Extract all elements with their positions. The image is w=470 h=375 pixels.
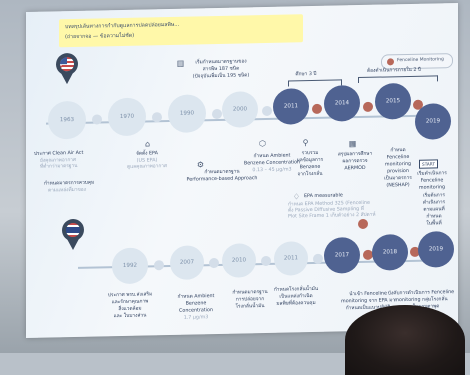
banner-line-2: (ถ่ายจากจอ — ข้อความไม่ชัด) xyxy=(65,32,135,41)
us-bubble-2019: 2019 xyxy=(415,103,451,140)
us-flag-pin-icon xyxy=(56,52,78,85)
us-law-sub: ตามแหล่งที่มาของ xyxy=(48,187,87,194)
th-2019-b: monitoring กลุ่มโรงกลั่น xyxy=(394,297,448,304)
th-2017-b: monitoring จาก EPA มา xyxy=(341,298,395,305)
us-2014-b: ผลการตรวจ xyxy=(342,158,368,165)
th-2007-d: 1.7 µg/m3 xyxy=(183,315,209,321)
projection-screen: บทสรุปเส้นทางการกำกับดูแลการปลดปล่อยมลพิ… xyxy=(26,2,458,338)
legend-dot xyxy=(387,58,394,66)
th-2018-e: ในพื้นที่ xyxy=(426,221,442,227)
us-bubble-2011: 2011 xyxy=(273,88,309,125)
th-bubble-2018: 2018 xyxy=(372,233,408,271)
us-bubble-2000: 2000 xyxy=(222,91,258,128)
th-2007-c: Concentration xyxy=(179,308,213,314)
us-1970-sub2: ดูแลคุณภาพอากาศ xyxy=(126,164,168,170)
th-1992-a: ประกาศ พรบ.ส่งเสริม xyxy=(107,292,153,299)
thai-flag-pin-icon xyxy=(62,218,84,251)
water-drop-icon: ♢ xyxy=(292,191,301,201)
us-2014-a: สรุปผลการศึกษา xyxy=(337,151,373,158)
th-2011-c: มลพิษที่ต้องควบคุม xyxy=(276,300,316,307)
us-1990-top2: สารพิษ 187 ชนิด xyxy=(202,66,240,73)
th-2010-b: การปล่อยจาก xyxy=(235,297,265,303)
th-1992-b: และรักษาคุณภาพ xyxy=(111,299,149,306)
us-2000-label-b: Benzene Concentration xyxy=(243,160,301,167)
us-2011-d: จากโรงกลั่น xyxy=(297,171,323,178)
us-bubble-1963: 1963 xyxy=(48,100,86,140)
us-1990-perf2: Performance-based Approach xyxy=(186,176,258,183)
th-2007-a: กำหนด Ambient xyxy=(177,294,215,300)
us-connector xyxy=(212,108,222,120)
us-span-2y: ต้องดำเนินการภายใน 2 ปี xyxy=(367,67,421,74)
us-span-3y-bracket xyxy=(288,79,342,87)
us-fenceline-dot xyxy=(363,101,373,112)
hexagon-icon: ⬡ xyxy=(259,138,266,148)
us-2019-c: monitoring xyxy=(418,185,446,191)
us-2019-a: เริ่มดำเนินการ xyxy=(417,171,447,177)
us-fenceline-dot xyxy=(312,103,322,115)
th-2018-a: เริ่มต้นการ xyxy=(423,193,445,199)
us-2000-label: กำหนด Ambient xyxy=(253,153,291,160)
th-1992-d: และ ในบางส่วน xyxy=(113,313,147,320)
us-2015-c: monitoring xyxy=(384,161,412,168)
th-bubble-2007: 2007 xyxy=(170,245,204,280)
th-2010-a: กำหนดมาตรฐาน xyxy=(232,289,268,296)
th-bubble-1992: 1992 xyxy=(112,247,148,285)
us-2015-a: กำหนด xyxy=(390,148,406,154)
building-icon: ⌂ xyxy=(144,138,151,149)
us-2014-c: AERMOD xyxy=(344,165,366,172)
th-bubble-2010: 2010 xyxy=(222,243,256,278)
us-2011-b: ผลข้อมูลการ xyxy=(296,157,324,164)
factory-icon: ▥ xyxy=(176,58,185,68)
us-span-3y: ศึกษา 3 ปี xyxy=(295,71,317,78)
start-box: START xyxy=(419,159,438,169)
location-pin-icon: ⚲ xyxy=(302,137,309,147)
th-bubble-2017: 2017 xyxy=(324,237,360,274)
us-2015-e: เป็นมาตรการ xyxy=(384,175,412,182)
legend-label: Fenceline Monitoring xyxy=(397,57,444,64)
th-connector xyxy=(261,255,271,267)
us-2015-b: Fenceline xyxy=(386,154,410,161)
title-banner: บทสรุปเส้นทางการกำกับดูแลการปลดปล่อยมลพิ… xyxy=(59,14,303,48)
th-2011-b: เป็นแหล่งกำเนิด xyxy=(279,293,313,300)
th-2011-a: กำหนดโรงกลั่นน้ำมัน xyxy=(273,286,319,293)
us-2011-a: รวบรวม xyxy=(301,150,319,157)
us-2011-c: Benzene xyxy=(299,164,321,171)
us-connector xyxy=(92,114,102,125)
th-1992-c: สิ่งแวดล้อม xyxy=(118,306,142,313)
us-2019-b: Fenceline xyxy=(420,178,444,184)
th-2007-b: Benzene xyxy=(185,301,207,307)
audience-head xyxy=(345,305,465,375)
us-connector xyxy=(262,105,272,117)
th-bubble-2019: 2019 xyxy=(418,231,454,268)
us-1970-label: จัดตั้ง EPA xyxy=(136,151,158,157)
epa-measurable: EPA measurable xyxy=(304,193,343,200)
th-bubble-2011: 2011 xyxy=(274,241,308,276)
us-2015-d: provision xyxy=(387,168,409,175)
us-1963-sub2: ที่ต่ำกว่ามาตรฐาน xyxy=(40,163,78,170)
us-1963-label: ประกาศ Clean Air Act xyxy=(34,150,84,157)
us-2000-label-c: 0.13 – 45 µg/m3 xyxy=(252,167,292,174)
th-2018-b: ดำเนินการ xyxy=(422,200,446,206)
industry-icon: ⚙ xyxy=(196,159,205,169)
th-2010-c: โรงกลั่นน้ำมัน xyxy=(235,304,265,310)
us-bubble-1970: 1970 xyxy=(108,97,146,137)
us-bubble-1990: 1990 xyxy=(168,94,206,134)
banner-line-1: บทสรุปเส้นทางการกำกับดูแลการปลดปล่อยมลพิ… xyxy=(65,21,180,31)
chip-icon: ▦ xyxy=(348,138,357,148)
th-2017-a: นำเข้า Fenceline xyxy=(349,291,387,298)
th-2018-d: กำหนด xyxy=(426,214,442,220)
th-connector xyxy=(209,257,219,269)
us-1990-perf: กำหนดมาตรฐาน xyxy=(204,169,240,176)
us-1990-top: เริ่มกำหนดมาตรฐานของ xyxy=(195,59,247,66)
th-connector xyxy=(154,260,164,271)
us-span-2y-bracket xyxy=(358,75,438,84)
us-1990-top3: (ปัจจุบันเพิ่มเป็น 195 ชนิด) xyxy=(192,73,250,80)
us-2015-f: (NESHAP) xyxy=(386,182,410,189)
th-2018-c: ตามแผนที่ xyxy=(423,207,445,213)
us-law-label: กำหนดมาตรการควบคุม xyxy=(44,180,95,187)
th-fenceline-dot-top xyxy=(358,218,368,230)
